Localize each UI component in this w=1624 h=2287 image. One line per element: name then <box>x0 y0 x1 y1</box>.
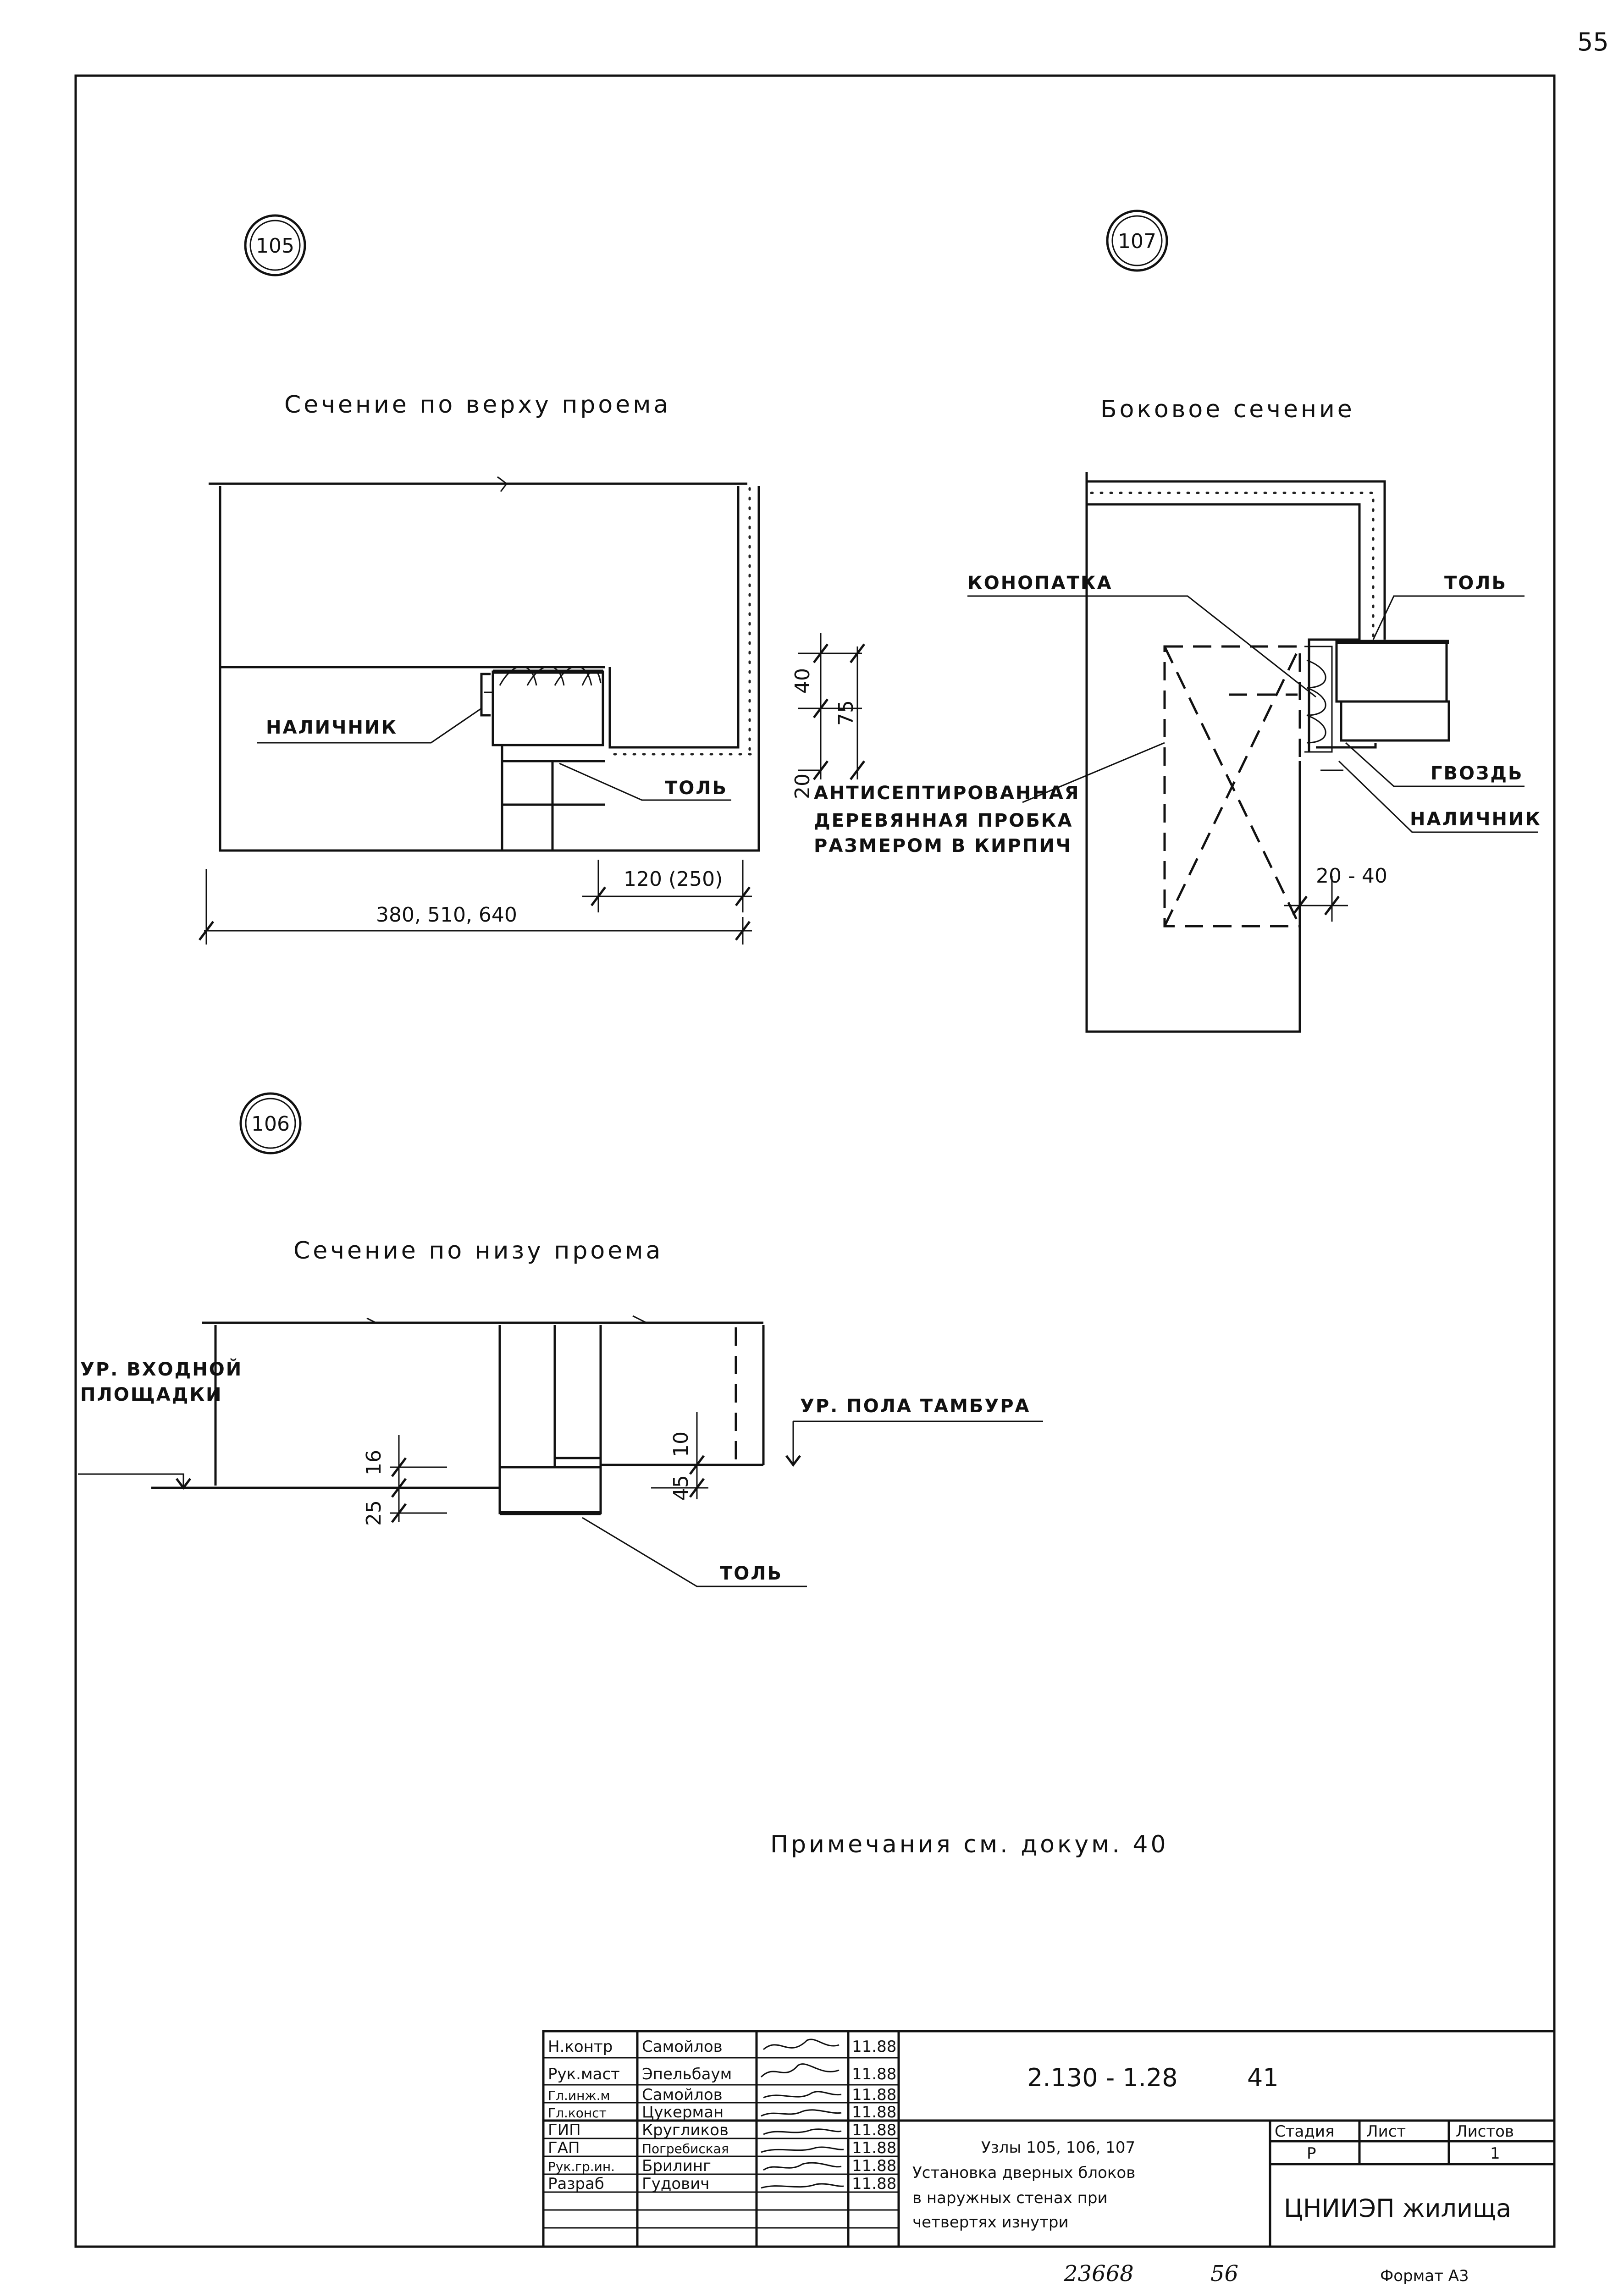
detail-106-title: Сечение по низу проема <box>293 1237 663 1265</box>
tb-role-7: Рук.гр.ин. <box>548 2159 615 2174</box>
tb-role-1: Н.контр <box>548 2038 613 2056</box>
detail-107-title: Боковое сечение <box>1100 396 1355 423</box>
tb-date-7: 11.88 <box>852 2157 896 2175</box>
detail-106-entry-label-1: УР. ВХОДНОЙ <box>80 1358 243 1380</box>
detail-107-nail-label: ГВОЗДЬ <box>1431 763 1524 784</box>
detail-107-dim-gap: 20 - 40 <box>1316 864 1387 888</box>
tb-date-2: 11.88 <box>852 2065 896 2083</box>
detail-106-entry-label-2: ПЛОЩАДКИ <box>80 1384 222 1405</box>
detail-105-dim-width: 380, 510, 640 <box>376 903 517 927</box>
detail-107-plug-label-1: АНТИСЕПТИРОВАННАЯ <box>814 783 1080 804</box>
detail-105-casing-label: НАЛИЧНИК <box>266 717 398 738</box>
footer-inventory: 23668 <box>1063 2261 1134 2287</box>
detail-105-dim-side: 120 (250) <box>624 867 723 891</box>
detail-106-dim-10: 10 <box>669 1431 693 1457</box>
tb-date-4: 11.88 <box>852 2103 896 2121</box>
tb-role-5: ГИП <box>548 2121 581 2139</box>
detail-105-number: 105 <box>256 234 294 258</box>
tb-role-6: ГАП <box>548 2139 580 2157</box>
tb-name-7: Брилинг <box>642 2157 711 2175</box>
tb-name-1: Самойлов <box>642 2038 723 2056</box>
detail-105-marker <box>244 214 306 276</box>
tb-sheet-header: Лист <box>1366 2122 1406 2141</box>
detail-107-number: 107 <box>1118 230 1156 253</box>
detail-105-tol-label: ТОЛЬ <box>665 778 728 799</box>
detail-106-tol-label: ТОЛЬ <box>720 1563 783 1584</box>
detail-107-dim-75: 75 <box>834 700 858 726</box>
tb-subject-2: Установка дверных блоков <box>912 2164 1135 2182</box>
tb-name-6: Погребиская <box>642 2141 729 2156</box>
detail-106-dim-25: 25 <box>362 1500 386 1526</box>
detail-107-tol-label: ТОЛЬ <box>1444 573 1507 594</box>
detail-105-title: Сечение по верху проема <box>284 391 671 419</box>
notes-reference: Примечания см. докум. 40 <box>770 1831 1169 1858</box>
tb-subject-3: в наружных стенах при <box>912 2189 1108 2207</box>
detail-107: 107 Боковое сечение КОНОПАТКА ТОЛЬ ГВОЗД… <box>791 210 1541 1033</box>
tb-role-2: Рук.маст <box>548 2065 620 2083</box>
detail-107-caulk-label: КОНОПАТКА <box>967 573 1113 594</box>
tb-stage-header: Стадия <box>1275 2122 1334 2141</box>
detail-106-marker <box>239 1092 302 1155</box>
tb-date-8: 11.88 <box>852 2175 896 2193</box>
tb-role-4: Гл.конст <box>548 2105 607 2121</box>
detail-106-dim-45: 45 <box>669 1475 693 1501</box>
tb-organization: ЦНИИЭП жилища <box>1284 2194 1511 2223</box>
tb-role-8: Разраб <box>548 2175 604 2193</box>
tb-date-5: 11.88 <box>852 2121 896 2139</box>
tb-name-8: Гудович <box>642 2175 709 2193</box>
tb-sheets-value: 1 <box>1490 2144 1500 2163</box>
tb-sheets-header: Листов <box>1456 2122 1514 2141</box>
detail-107-casing-label: НАЛИЧНИК <box>1410 809 1541 830</box>
detail-106-dim-16: 16 <box>362 1450 386 1475</box>
detail-107-plug-label-3: РАЗМЕРОМ В КИРПИЧ <box>814 835 1072 856</box>
tb-name-4: Цукерман <box>642 2103 724 2121</box>
page-number: 55 <box>1577 28 1609 56</box>
detail-107-dim-40: 40 <box>791 668 814 694</box>
detail-105: 105 Сечение по верху проема НАЛИЧНИК ТОЛ… <box>199 214 760 945</box>
tb-subject-1: Узлы 105, 106, 107 <box>981 2138 1135 2157</box>
tb-name-2: Эпельбаум <box>642 2065 732 2083</box>
footer-format: Формат А3 <box>1380 2267 1469 2285</box>
tb-date-3: 11.88 <box>852 2086 896 2104</box>
tb-subject-4: четвертях изнутри <box>912 2213 1069 2232</box>
title-block: Н.контр Самойлов 11.88 Рук.маст Эпельбау… <box>542 2030 1556 2248</box>
detail-106-floor-label: УР. ПОЛА ТАМБУРА <box>800 1396 1031 1417</box>
tb-doc-number: 41 <box>1247 2063 1279 2092</box>
detail-106: 106 Сечение по низу проема УР. ВХОДНОЙ П… <box>78 1092 1043 1587</box>
tb-role-3: Гл.инж.м <box>548 2088 610 2103</box>
tb-name-3: Самойлов <box>642 2086 723 2104</box>
tb-date-6: 11.88 <box>852 2139 896 2157</box>
detail-107-dim-20: 20 <box>791 773 814 799</box>
tb-date-1: 11.88 <box>852 2038 896 2056</box>
signature-marks <box>760 2038 844 2189</box>
tb-name-5: Кругликов <box>642 2121 729 2139</box>
detail-107-plug-label-2: ДЕРЕВЯННАЯ ПРОБКА <box>814 810 1073 831</box>
footer-inventory-page: 56 <box>1210 2261 1238 2287</box>
tb-doc-code: 2.130 - 1.28 <box>1027 2063 1178 2092</box>
tb-stage-value: Р <box>1307 2144 1316 2163</box>
detail-107-marker <box>1106 210 1168 272</box>
detail-106-number: 106 <box>251 1112 290 1136</box>
